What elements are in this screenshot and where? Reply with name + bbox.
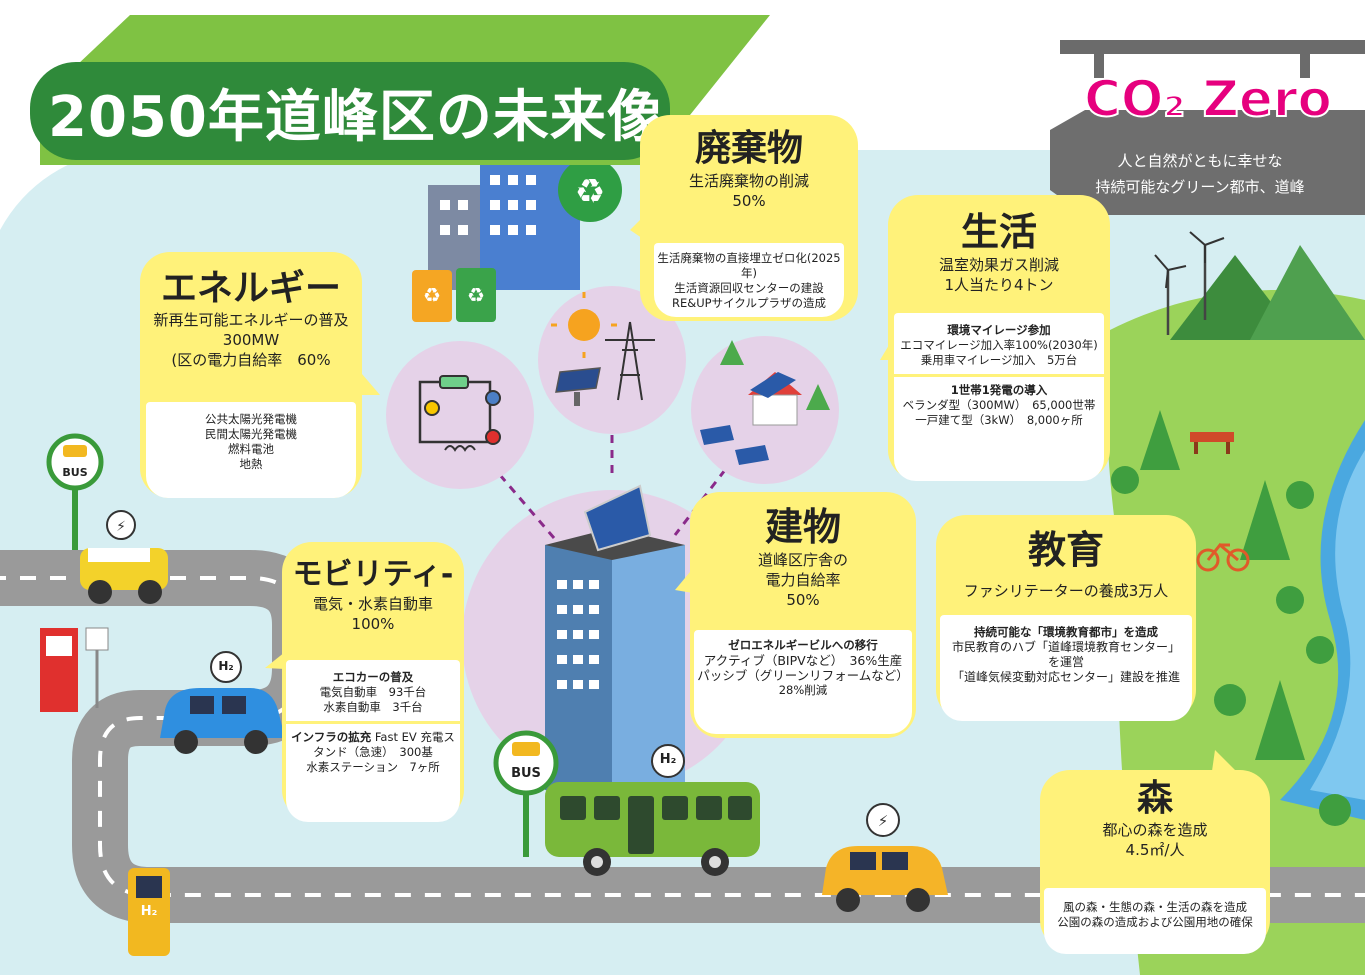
building-sub3: 50%: [786, 591, 820, 609]
signboard-bar: [1060, 40, 1365, 54]
education-details: 持続可能な「環境教育都市」を造成 市民教育のハブ「道峰環境教育センター」 を運営…: [940, 615, 1192, 721]
building-detail-1: アクティブ（BIPVなど） 36%生産: [703, 653, 903, 668]
life-detail-2: 乗用車マイレージ加入 5万台: [920, 353, 1078, 367]
mobility-detail-4: タンド（急速） 300基: [313, 745, 433, 759]
forest-details: 風の森・生態の森・生活の森を造成 公園の森の造成および公園用地の確保: [1044, 888, 1266, 954]
svg-text:♻: ♻: [423, 283, 441, 307]
h2-label: H₂: [218, 659, 234, 673]
energy-title: エネルギー: [160, 268, 341, 309]
waste-detail-3: RE&UPサイクルプラザの造成: [672, 296, 826, 310]
energy-panel: エネルギー 新再生可能エネルギーの普及 300MW (区の電力自給率 60% 公…: [140, 252, 362, 498]
education-detail-3: 「道峰気候変動対応センター」建設を推進: [951, 670, 1180, 684]
circuit-bubble: [386, 341, 534, 489]
education-heading-1: 持続可能な「環境教育都市」を造成: [974, 625, 1158, 639]
svg-text:⚡: ⚡: [116, 519, 126, 535]
rooftop-solar-panel: [583, 484, 652, 552]
life-detail-1: エコマイレージ加入率100%(2030年): [900, 338, 1098, 352]
hydrogen-badge-icon: [651, 744, 685, 778]
forest-panel: 森 都心の森を造成 4.5㎡/人 風の森・生態の森・生活の森を造成 公園の森の造…: [1040, 770, 1270, 954]
life-sub2: 1人当たり4トン: [944, 276, 1054, 294]
energy-detail-1: 公共太陽光発電機: [205, 412, 297, 426]
education-sub1: ファシリテーターの養成3万人: [963, 582, 1169, 600]
co2-zero-logo: CO₂ Zero: [1083, 69, 1333, 129]
life-panel: 生活 温室効果ガス削減 1人当たり4トン 環境マイレージ参加 エコマイレージ加入…: [888, 195, 1110, 481]
mobility-detail-2: 水素自動車 3千台: [323, 700, 423, 714]
waste-detail-1: 生活廃棄物の直接埋立ゼロ化(2025年): [657, 251, 841, 280]
lightning-icon: [106, 510, 136, 540]
svg-text:⚡: ⚡: [878, 812, 889, 830]
energy-sub1: 新再生可能エネルギーの普及: [153, 311, 349, 329]
building-sub2: 電力自給率: [765, 571, 841, 589]
education-detail-2: を運営: [1047, 655, 1084, 669]
forest-detail-2: 公園の森の造成および公園用地の確保: [1057, 915, 1253, 929]
life-heading-1: 環境マイレージ参加: [947, 323, 1051, 337]
energy-detail-3: 燃料電池: [228, 442, 274, 456]
h2-label: H₂: [659, 752, 677, 767]
life-heading-2: 1世帯1発電の導入: [950, 383, 1048, 397]
tagline: 人と自然がともに幸せな 持続可能なグリーン都市、道峰: [1050, 148, 1350, 200]
orange-recycle-bin: [412, 270, 452, 322]
energy-sub2: 300MW: [222, 331, 280, 349]
building-sub1: 道峰区庁舎の: [757, 551, 848, 569]
energy-details: 公共太陽光発電機 民間太陽光発電機 燃料電池 地熱: [146, 402, 356, 498]
energy-detail-2: 民間太陽光発電機: [205, 427, 297, 441]
energy-sub3: (区の電力自給率 60%: [171, 351, 331, 369]
building-detail-3: 28%削減: [778, 683, 828, 697]
life-detail-3: ベランダ型（300MW） 65,000世帯: [902, 398, 1096, 412]
bus-stop-label-left: BUS: [62, 466, 88, 479]
title-banner: [30, 62, 670, 160]
education-panel: 教育 ファシリテーターの養成3万人 持続可能な「環境教育都市」を造成 市民教育の…: [936, 515, 1196, 721]
tagline-line-1: 人と自然がともに幸せな: [1117, 152, 1283, 170]
mobility-panel: モビリティ- 電気・水素自動車 100% エコカーの普及 電気自動車 93千台 …: [282, 542, 464, 822]
waste-title: 廃棄物: [694, 128, 803, 169]
bus-stop-sign-left: [46, 433, 104, 491]
waste-details: 生活廃棄物の直接埋立ゼロ化(2025年) 生活資源回収センターの建設 RE&UP…: [654, 243, 844, 317]
waste-detail-2: 生活資源回収センターの建設: [674, 281, 824, 295]
mobility-heading-1: エコカーの普及: [332, 670, 414, 684]
mobility-details: エコカーの普及 電気自動車 93千台 水素自動車 3千台 インフラの拡充 Fas…: [286, 660, 460, 822]
park-bench: [1190, 432, 1234, 442]
bus-stop-sign-center: [493, 730, 559, 796]
waste-sub1: 生活廃棄物の削減: [688, 172, 809, 190]
forest-sub2: 4.5㎡/人: [1125, 841, 1185, 859]
forest-detail-1: 風の森・生態の森・生活の森を造成: [1063, 900, 1247, 914]
mobility-heading-2: インフラの拡充 Fast EV 充電ス: [291, 730, 455, 744]
forest-sub1: 都心の森を造成: [1102, 821, 1208, 839]
bus-stop-label-center: BUS: [511, 766, 541, 781]
waste-sub2: 50%: [732, 192, 766, 210]
mobility-title: モビリティ-: [292, 557, 454, 592]
green-recycle-bin: [456, 268, 496, 322]
life-sub1: 温室効果ガス削減: [938, 256, 1059, 274]
svg-text:♻: ♻: [467, 283, 485, 307]
hydrogen-badge-icon: [210, 651, 242, 683]
recycle-icon: [558, 158, 622, 222]
forest-title: 森: [1136, 778, 1173, 819]
mobility-sub1: 電気・水素自動車: [312, 595, 433, 613]
life-details: 環境マイレージ参加 エコマイレージ加入率100%(2030年) 乗用車マイレージ…: [894, 313, 1104, 481]
education-title: 教育: [1027, 528, 1104, 572]
mobility-detail-1: 電気自動車 93千台: [319, 685, 427, 699]
svg-text:♻: ♻: [575, 172, 605, 212]
building-panel: 建物 道峰区庁舎の 電力自給率 50% ゼロエネルギービルへの移行 アクティブ（…: [690, 492, 916, 738]
h2-label: H₂: [140, 904, 158, 919]
signboard-panel: [1050, 110, 1365, 215]
waste-panel: 廃棄物 生活廃棄物の削減 50% 生活廃棄物の直接埋立ゼロ化(2025年) 生活…: [640, 115, 858, 321]
building-heading-1: ゼロエネルギービルへの移行: [728, 638, 878, 652]
building-title: 建物: [764, 505, 841, 549]
tagline-line-2: 持続可能なグリーン都市、道峰: [1095, 178, 1305, 196]
building-detail-2: パッシブ（グリーンリフォームなど）: [697, 668, 909, 683]
life-detail-4: 一戸建て型（3kW） 8,000ヶ所: [915, 413, 1083, 427]
mobility-sub2: 100%: [351, 615, 395, 633]
building-details: ゼロエネルギービルへの移行 アクティブ（BIPVなど） 36%生産 パッシブ（グ…: [694, 630, 912, 734]
lightning-icon: [866, 803, 900, 837]
energy-detail-4: 地熱: [239, 457, 263, 471]
life-title: 生活: [960, 210, 1037, 254]
page-title: 2050年道峰区の未来像: [48, 85, 664, 150]
education-detail-1: 市民教育のハブ「道峰環境教育センター」: [951, 640, 1180, 654]
mobility-detail-5: 水素ステーション 7ヶ所: [306, 760, 440, 774]
